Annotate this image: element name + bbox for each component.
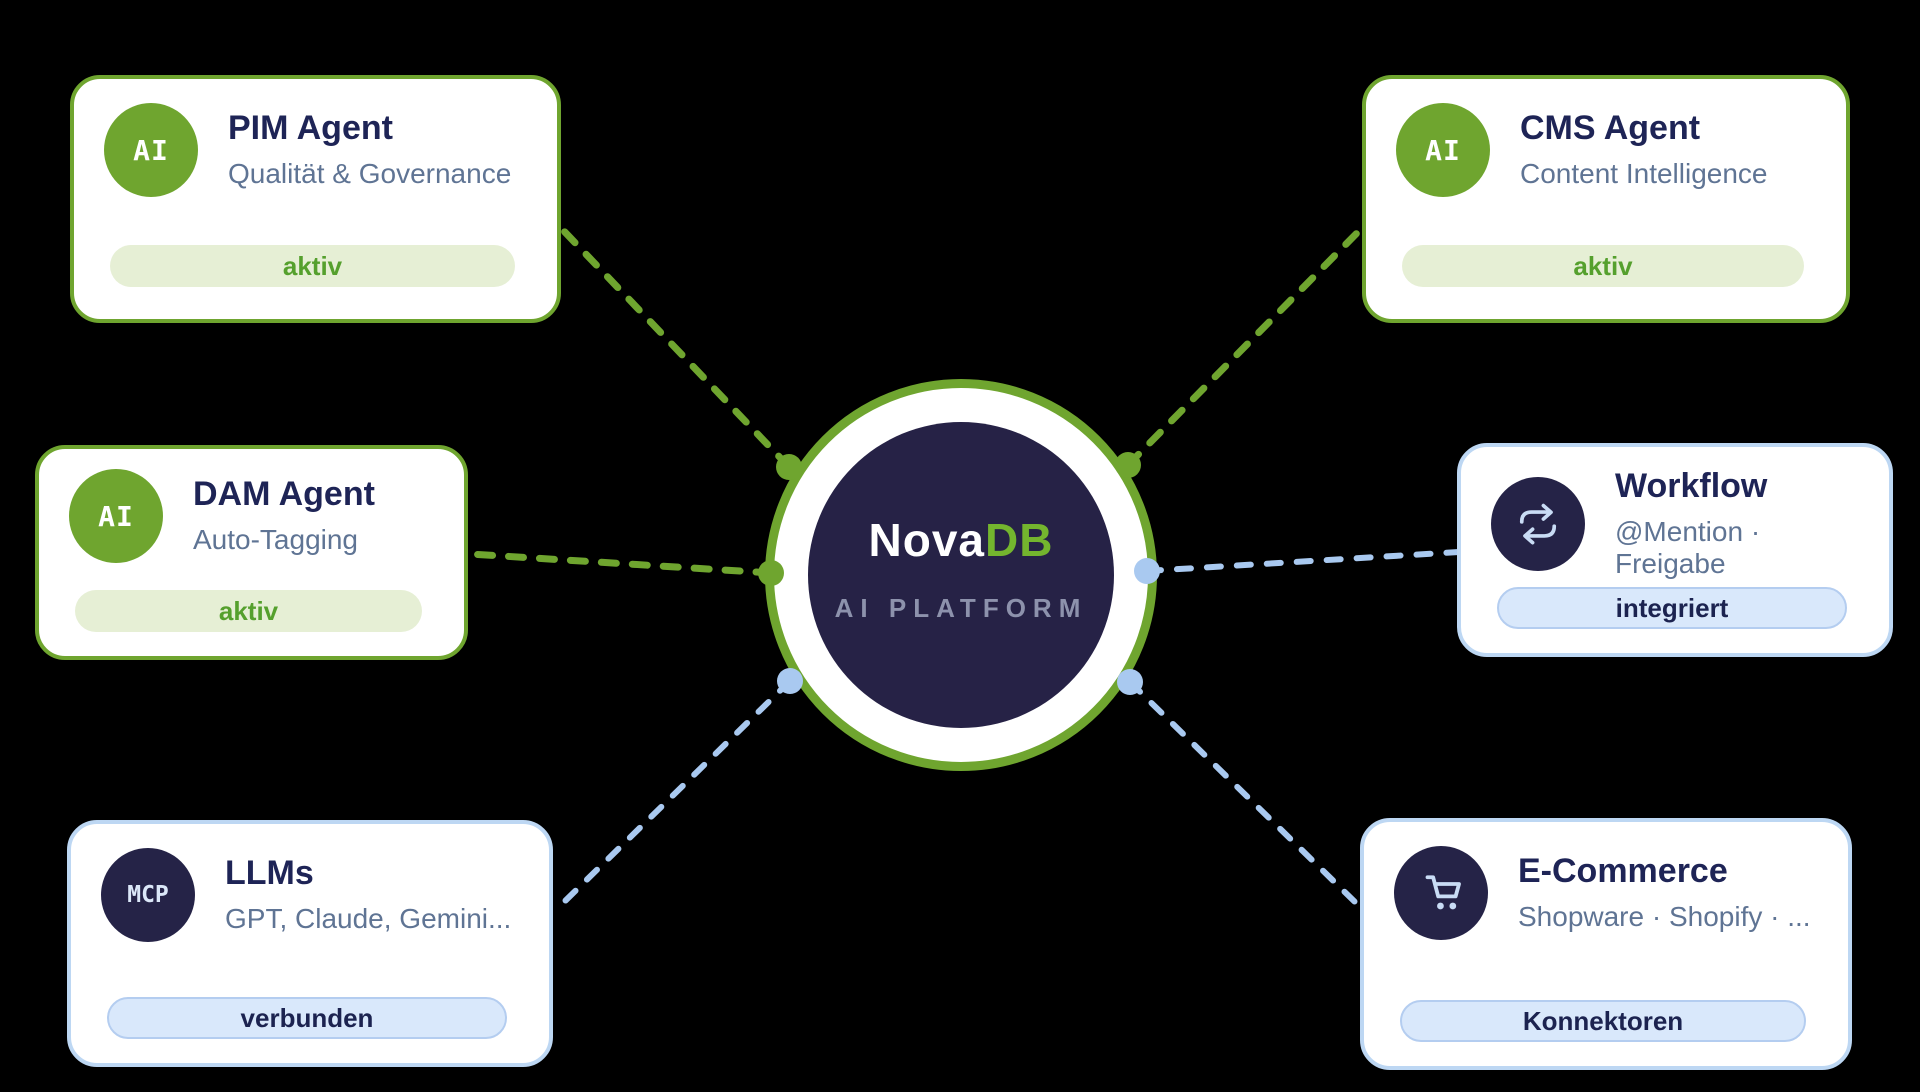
status-badge: aktiv <box>110 245 515 287</box>
card-dam-agent: AI DAM Agent Auto-Tagging aktiv <box>35 445 468 660</box>
center-platform-node: NovaDB AI PLATFORM <box>765 379 1157 771</box>
card-pim-agent: AI PIM Agent Qualität & Governance aktiv <box>70 75 561 323</box>
mcp-badge-icon: MCP <box>101 848 195 942</box>
card-subtitle: GPT, Claude, Gemini... <box>225 903 512 935</box>
ai-badge-icon: AI <box>104 103 198 197</box>
card-title: E-Commerce <box>1518 852 1728 891</box>
card-llms: MCP LLMs GPT, Claude, Gemini... verbunde… <box>67 820 553 1067</box>
card-workflow: Workflow @Mention · Freigabe integriert <box>1457 443 1893 657</box>
platform-subtitle: AI PLATFORM <box>834 592 1088 623</box>
connector-line-pim <box>557 224 793 471</box>
card-title: PIM Agent <box>228 109 393 148</box>
sync-arrows-icon <box>1491 476 1585 571</box>
shopping-cart-icon <box>1394 846 1488 940</box>
status-badge: Konnektoren <box>1400 1000 1806 1042</box>
connector-line-llms <box>560 678 793 906</box>
brand-logo: NovaDB <box>869 513 1054 567</box>
card-subtitle: Content Intelligence <box>1520 158 1768 190</box>
card-title: CMS Agent <box>1520 109 1701 148</box>
brand-primary: Nova <box>868 513 986 566</box>
status-badge: aktiv <box>1402 245 1804 287</box>
card-header: E-Commerce Shopware · Shopify · ... <box>1394 846 1812 940</box>
card-title: Workflow <box>1615 467 1768 505</box>
card-title: LLMs <box>225 854 314 893</box>
card-subtitle: @Mention · Freigabe <box>1615 516 1761 580</box>
connector-line-dam <box>466 550 775 577</box>
card-subtitle: Auto-Tagging <box>193 524 359 556</box>
icon-label: AI <box>133 133 169 167</box>
card-header: AI CMS Agent Content Intelligence <box>1396 103 1810 197</box>
connector-line-ecommerce <box>1127 679 1359 906</box>
card-title: DAM Agent <box>193 475 375 514</box>
connector-line-workflow <box>1144 549 1462 574</box>
status-badge: aktiv <box>75 590 422 632</box>
card-ecommerce: E-Commerce Shopware · Shopify · ... Konn… <box>1360 818 1852 1070</box>
ai-badge-icon: AI <box>1396 103 1490 197</box>
center-platform-core: NovaDB AI PLATFORM <box>808 422 1114 728</box>
card-header: MCP LLMs GPT, Claude, Gemini... <box>101 848 513 942</box>
card-cms-agent: AI CMS Agent Content Intelligence aktiv <box>1362 75 1850 323</box>
card-subtitle: Qualität & Governance <box>228 158 512 190</box>
card-header: AI DAM Agent Auto-Tagging <box>69 469 428 563</box>
card-header: AI PIM Agent Qualität & Governance <box>104 103 521 197</box>
brand-accent: DB <box>985 513 1054 566</box>
connector-line-cms <box>1124 228 1362 469</box>
icon-label: AI <box>98 499 134 533</box>
status-badge: verbunden <box>107 997 507 1039</box>
ai-badge-icon: AI <box>69 469 163 563</box>
status-badge: integriert <box>1497 587 1847 629</box>
icon-label: MCP <box>127 882 169 908</box>
card-subtitle: Shopware · Shopify · ... <box>1518 901 1811 933</box>
card-header: Workflow @Mention · Freigabe <box>1491 467 1853 580</box>
icon-label: AI <box>1425 133 1461 167</box>
